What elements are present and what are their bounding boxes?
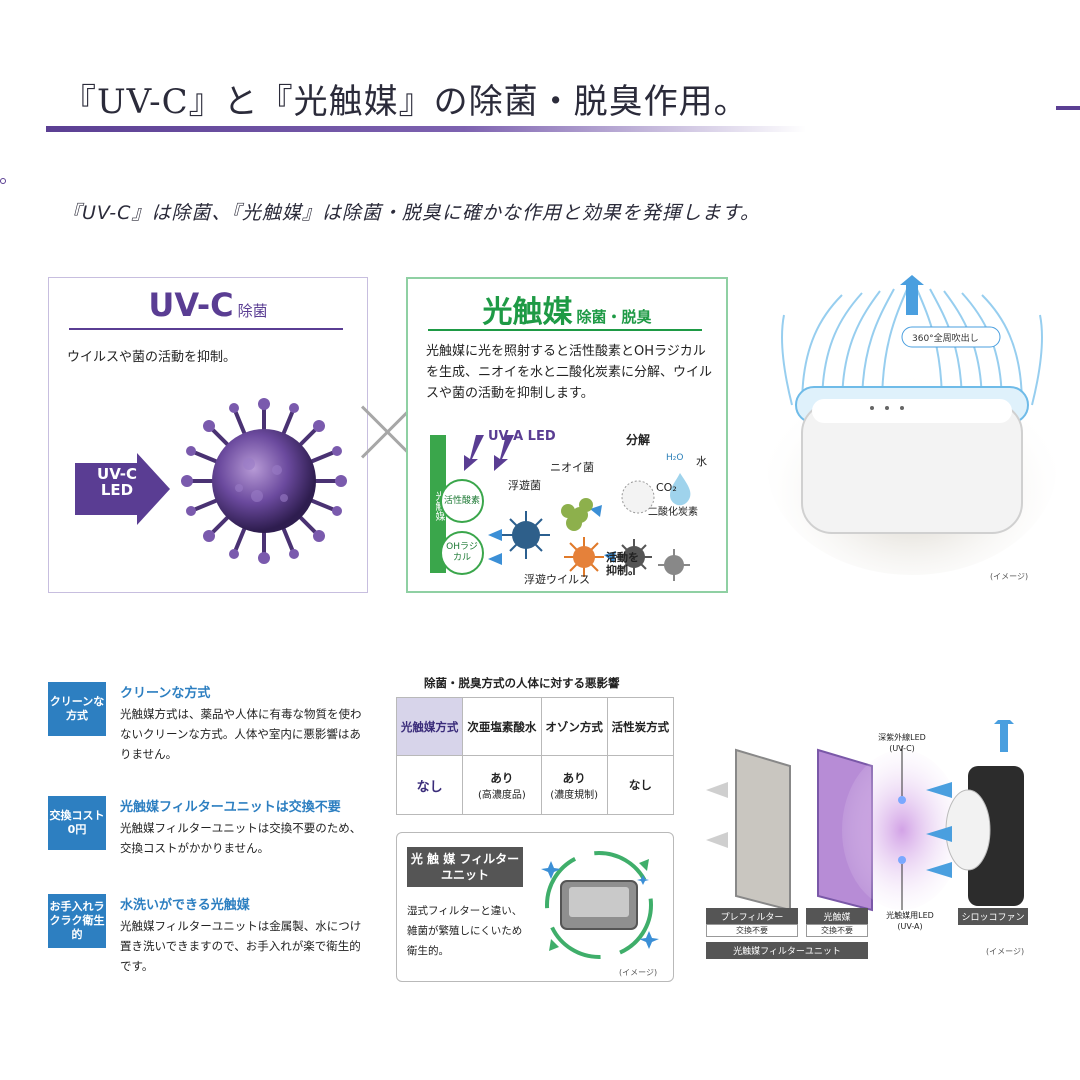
- image-note-top: (イメージ): [990, 572, 1029, 581]
- co2-full-label: 二酸化炭素: [648, 507, 698, 518]
- active-oxygen-bubble: 活性酸素: [440, 479, 484, 523]
- comparison-header-cell: 次亜塩素酸水: [462, 697, 542, 756]
- filter-unit-panel: 光 触 媒 フィルターユニット 湿式フィルターと違い、雑菌が繁殖しにくいため衛生…: [396, 832, 674, 982]
- suppress-label: 活動を抑制。: [606, 551, 639, 577]
- comparison-header-row: 光触媒方式 次亜塩素酸水 オゾン方式 活性炭方式: [395, 697, 675, 756]
- comparison-title: 除菌・脱臭方式の人体に対する悪影響: [424, 676, 620, 690]
- comparison-header-cell: 光触媒方式: [395, 697, 464, 756]
- feature-cost-body: 光触媒フィルターユニットは交換不要のため、交換コストがかかりません。: [120, 821, 362, 855]
- comparison-note: (濃度規制): [550, 789, 599, 801]
- photocatalyst-diagram: 光触媒 UV-A LED 活性酸素 OHラジカル: [408, 419, 728, 589]
- comparison-header-cell: オゾン方式: [540, 697, 608, 756]
- image-note-diagram: (イメージ): [986, 947, 1025, 956]
- oh-radical-bubble: OHラジカル: [440, 531, 484, 575]
- photocatalyst-description: 光触媒に光を照射すると活性酸素とOHラジカルを生成、ニオイを水と二酸化炭素に分解…: [426, 344, 713, 401]
- comparison-note: (高濃度品): [477, 789, 526, 801]
- comparison-value-row: なし あり (高濃度品) あり (濃度規制) なし: [395, 755, 675, 815]
- comparison-value: なし: [628, 778, 652, 792]
- photocatalyst-caption: 光触媒: [806, 908, 868, 925]
- uvc-title: UV-C: [148, 286, 234, 324]
- image-note-filter: (イメージ): [619, 968, 658, 977]
- uvc-rule: [69, 328, 343, 330]
- page-subtitle: 『UV-C』は除菌、『光触媒』は除菌・脱臭に確かな作用と効果を発揮します。: [62, 202, 760, 224]
- decompose-label: 分解: [626, 433, 651, 447]
- uvc-led-label-line2: LED: [100, 481, 134, 499]
- photocatalyst-panel: 光触媒除菌・脱臭 光触媒に光を照射すると活性酸素とOHラジカルを生成、ニオイを水…: [406, 277, 728, 593]
- filter-unit-text: 湿式フィルターと違い、雑菌が繁殖しにくいため衛生的。: [407, 905, 523, 957]
- uvc-title-sub: 除菌: [237, 302, 268, 320]
- uva-arrows-icon: [464, 435, 514, 471]
- page-title: 『UV-C』と『光触媒』の除菌・脱臭作用。: [62, 82, 749, 122]
- side-dot: [0, 178, 6, 184]
- comparison-value: なし: [416, 779, 443, 795]
- decomposition-graphic: [488, 473, 691, 581]
- filter-unit-illustration: [541, 851, 659, 959]
- prefilter-note: 交換不要: [706, 924, 798, 937]
- photocatalyst-title: 光触媒: [482, 295, 573, 330]
- comparison-value-cell: あり (濃度規制): [540, 755, 608, 815]
- comparison-value-cell: あり (高濃度品): [462, 755, 542, 815]
- water-label: 水: [696, 455, 707, 468]
- purifier-illustration: [767, 275, 1057, 575]
- comparison-table: 光触媒方式 次亜塩素酸水 オゾン方式 活性炭方式 なし あり (高濃度品) あり…: [395, 697, 675, 815]
- feature-cost-title: 光触媒フィルターユニットは交換不要: [120, 800, 341, 815]
- photocatalyst-rule: [428, 329, 702, 331]
- photocatalyst-bar: 光触媒: [430, 435, 446, 573]
- comparison-value: あり: [562, 770, 586, 785]
- feature-cost-badge: 交換コスト0円: [48, 796, 106, 850]
- photocatalyst-led-label: 光触媒用LED (UV-A): [886, 911, 934, 931]
- co2-label: CO₂: [656, 481, 677, 494]
- 360-airflow-badge: 360°全周吹出し: [912, 334, 979, 344]
- filter-structure-diagram: 深紫外線LED (UV-C) プレフィルター 交換不要 光触媒 交換不要 光触媒…: [706, 714, 1046, 970]
- comparison-value-cell: なし: [395, 755, 464, 815]
- uvc-description: ウイルスや菌の活動を抑制。: [67, 350, 237, 365]
- uvc-led-label: UV-C LED: [81, 466, 153, 498]
- corner-mark: [1056, 106, 1080, 110]
- photocatalyst-heading: 光触媒除菌・脱臭: [408, 287, 726, 331]
- purifier-product-image: 360°全周吹出し (イメージ): [762, 275, 1062, 585]
- uvc-led-label-line1: UV-C: [97, 465, 137, 483]
- comparison-value-cell: なし: [606, 755, 675, 815]
- odor-germ-label: ニオイ菌: [550, 461, 594, 474]
- feature-clean-title: クリーンな方式: [120, 686, 211, 701]
- feature-wash-badge: お手入れラクラク衛生的: [48, 894, 106, 948]
- h2o-label: H₂O: [666, 453, 684, 463]
- feature-clean-badge: クリーンな方式: [48, 682, 106, 736]
- prefilter-caption: プレフィルター: [706, 908, 798, 925]
- feature-wash-title: 水洗いができる光触媒: [120, 898, 250, 913]
- filter-unit-caption: 光触媒フィルターユニット: [706, 942, 868, 959]
- floating-virus-label: 浮遊ウイルス: [524, 573, 590, 586]
- virus-icon: [181, 398, 347, 564]
- uvc-led-arrow-icon: [75, 453, 170, 525]
- photocatalyst-title-sub: 除菌・脱臭: [576, 308, 652, 326]
- photocatalyst-note: 交換不要: [806, 924, 868, 937]
- title-underline: [46, 126, 806, 132]
- deep-uv-led-label: 深紫外線LED (UV-C): [878, 733, 926, 753]
- comparison-value: あり: [490, 770, 514, 785]
- comparison-header-cell: 活性炭方式: [606, 697, 675, 756]
- feature-wash-body: 光触媒フィルターユニットは金属製、水につけ置き洗いできますので、お手入れが楽で衛…: [120, 919, 362, 973]
- floating-germ-label: 浮遊菌: [508, 479, 541, 492]
- feature-clean-body: 光触媒方式は、薬品や人体に有毒な物質を使わないクリーンな方式。人体や室内に悪影響…: [120, 707, 362, 761]
- filter-unit-tag: 光 触 媒 フィルターユニット: [407, 847, 523, 887]
- filter-structure-illustration: [706, 714, 1024, 912]
- sirocco-fan-caption: シロッコファン: [958, 908, 1028, 925]
